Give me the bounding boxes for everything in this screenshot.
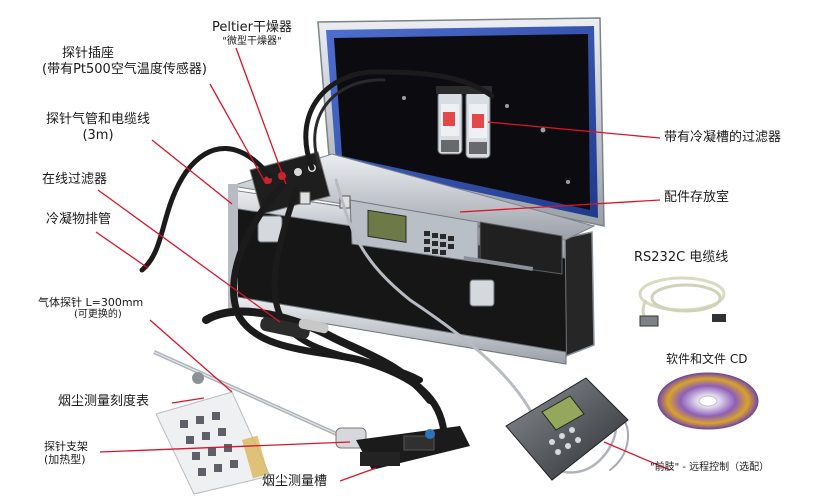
label-peltier-dryer: Peltier干燥器 "微型干燥器": [200, 20, 304, 48]
label-dust-scale: 烟尘测量刻度表: [58, 394, 150, 409]
label-probe-socket: 探针插座 (带有Pt500空气温度传感器): [42, 46, 207, 77]
label-rs232-cable: RS232C 电缆线: [634, 250, 729, 265]
label-gas-probe: 气体探针 L=300mm (可更换的): [38, 296, 143, 321]
label-software-cd: 软件和文件 CD: [666, 352, 748, 366]
label-peltier-line2: "微型干燥器": [222, 35, 282, 47]
label-probe-support: 探针支架 (加热型): [44, 440, 88, 466]
inline-filter-element: [260, 317, 329, 339]
label-probe-socket-line2: (带有Pt500空气温度传感器): [42, 61, 207, 77]
label-hose-cable-line1: 探针气管和电缆线: [45, 112, 150, 127]
label-probe-support-line1: 探针支架: [44, 440, 88, 453]
software-cd-disc: [657, 372, 759, 430]
probe-handle-dust-cell: [356, 426, 470, 470]
label-dust-cell: 烟尘测量槽: [262, 474, 328, 489]
label-trap-filter: 带有冷凝槽的过滤器: [664, 130, 782, 145]
remote-handheld: [505, 377, 629, 481]
label-hose-cable-line2: (3m): [82, 127, 114, 143]
rs232-cable-coil: [638, 276, 726, 327]
leader-lines: [95, 47, 671, 482]
label-condensate-drain: 冷凝物排管: [46, 212, 112, 227]
label-peltier-line1: Peltier干燥器: [211, 20, 293, 35]
label-probe-hose-cable: 探针气管和电缆线 (3m): [38, 112, 158, 143]
label-probe-support-line2: (加热型): [44, 453, 86, 467]
label-remote-control: "前肢" - 远程控制（选配）: [650, 462, 770, 473]
label-gas-probe-line2: (可更换的): [74, 309, 122, 321]
instrument-panel: [349, 199, 563, 275]
label-inline-filter: 在线过滤器: [42, 172, 108, 187]
label-accessory-box: 配件存放室: [664, 190, 730, 205]
dust-scale-card: [155, 391, 271, 495]
label-gas-probe-line1: 气体探针 L=300mm: [38, 296, 144, 309]
label-probe-socket-line1: 探针插座: [62, 46, 115, 61]
